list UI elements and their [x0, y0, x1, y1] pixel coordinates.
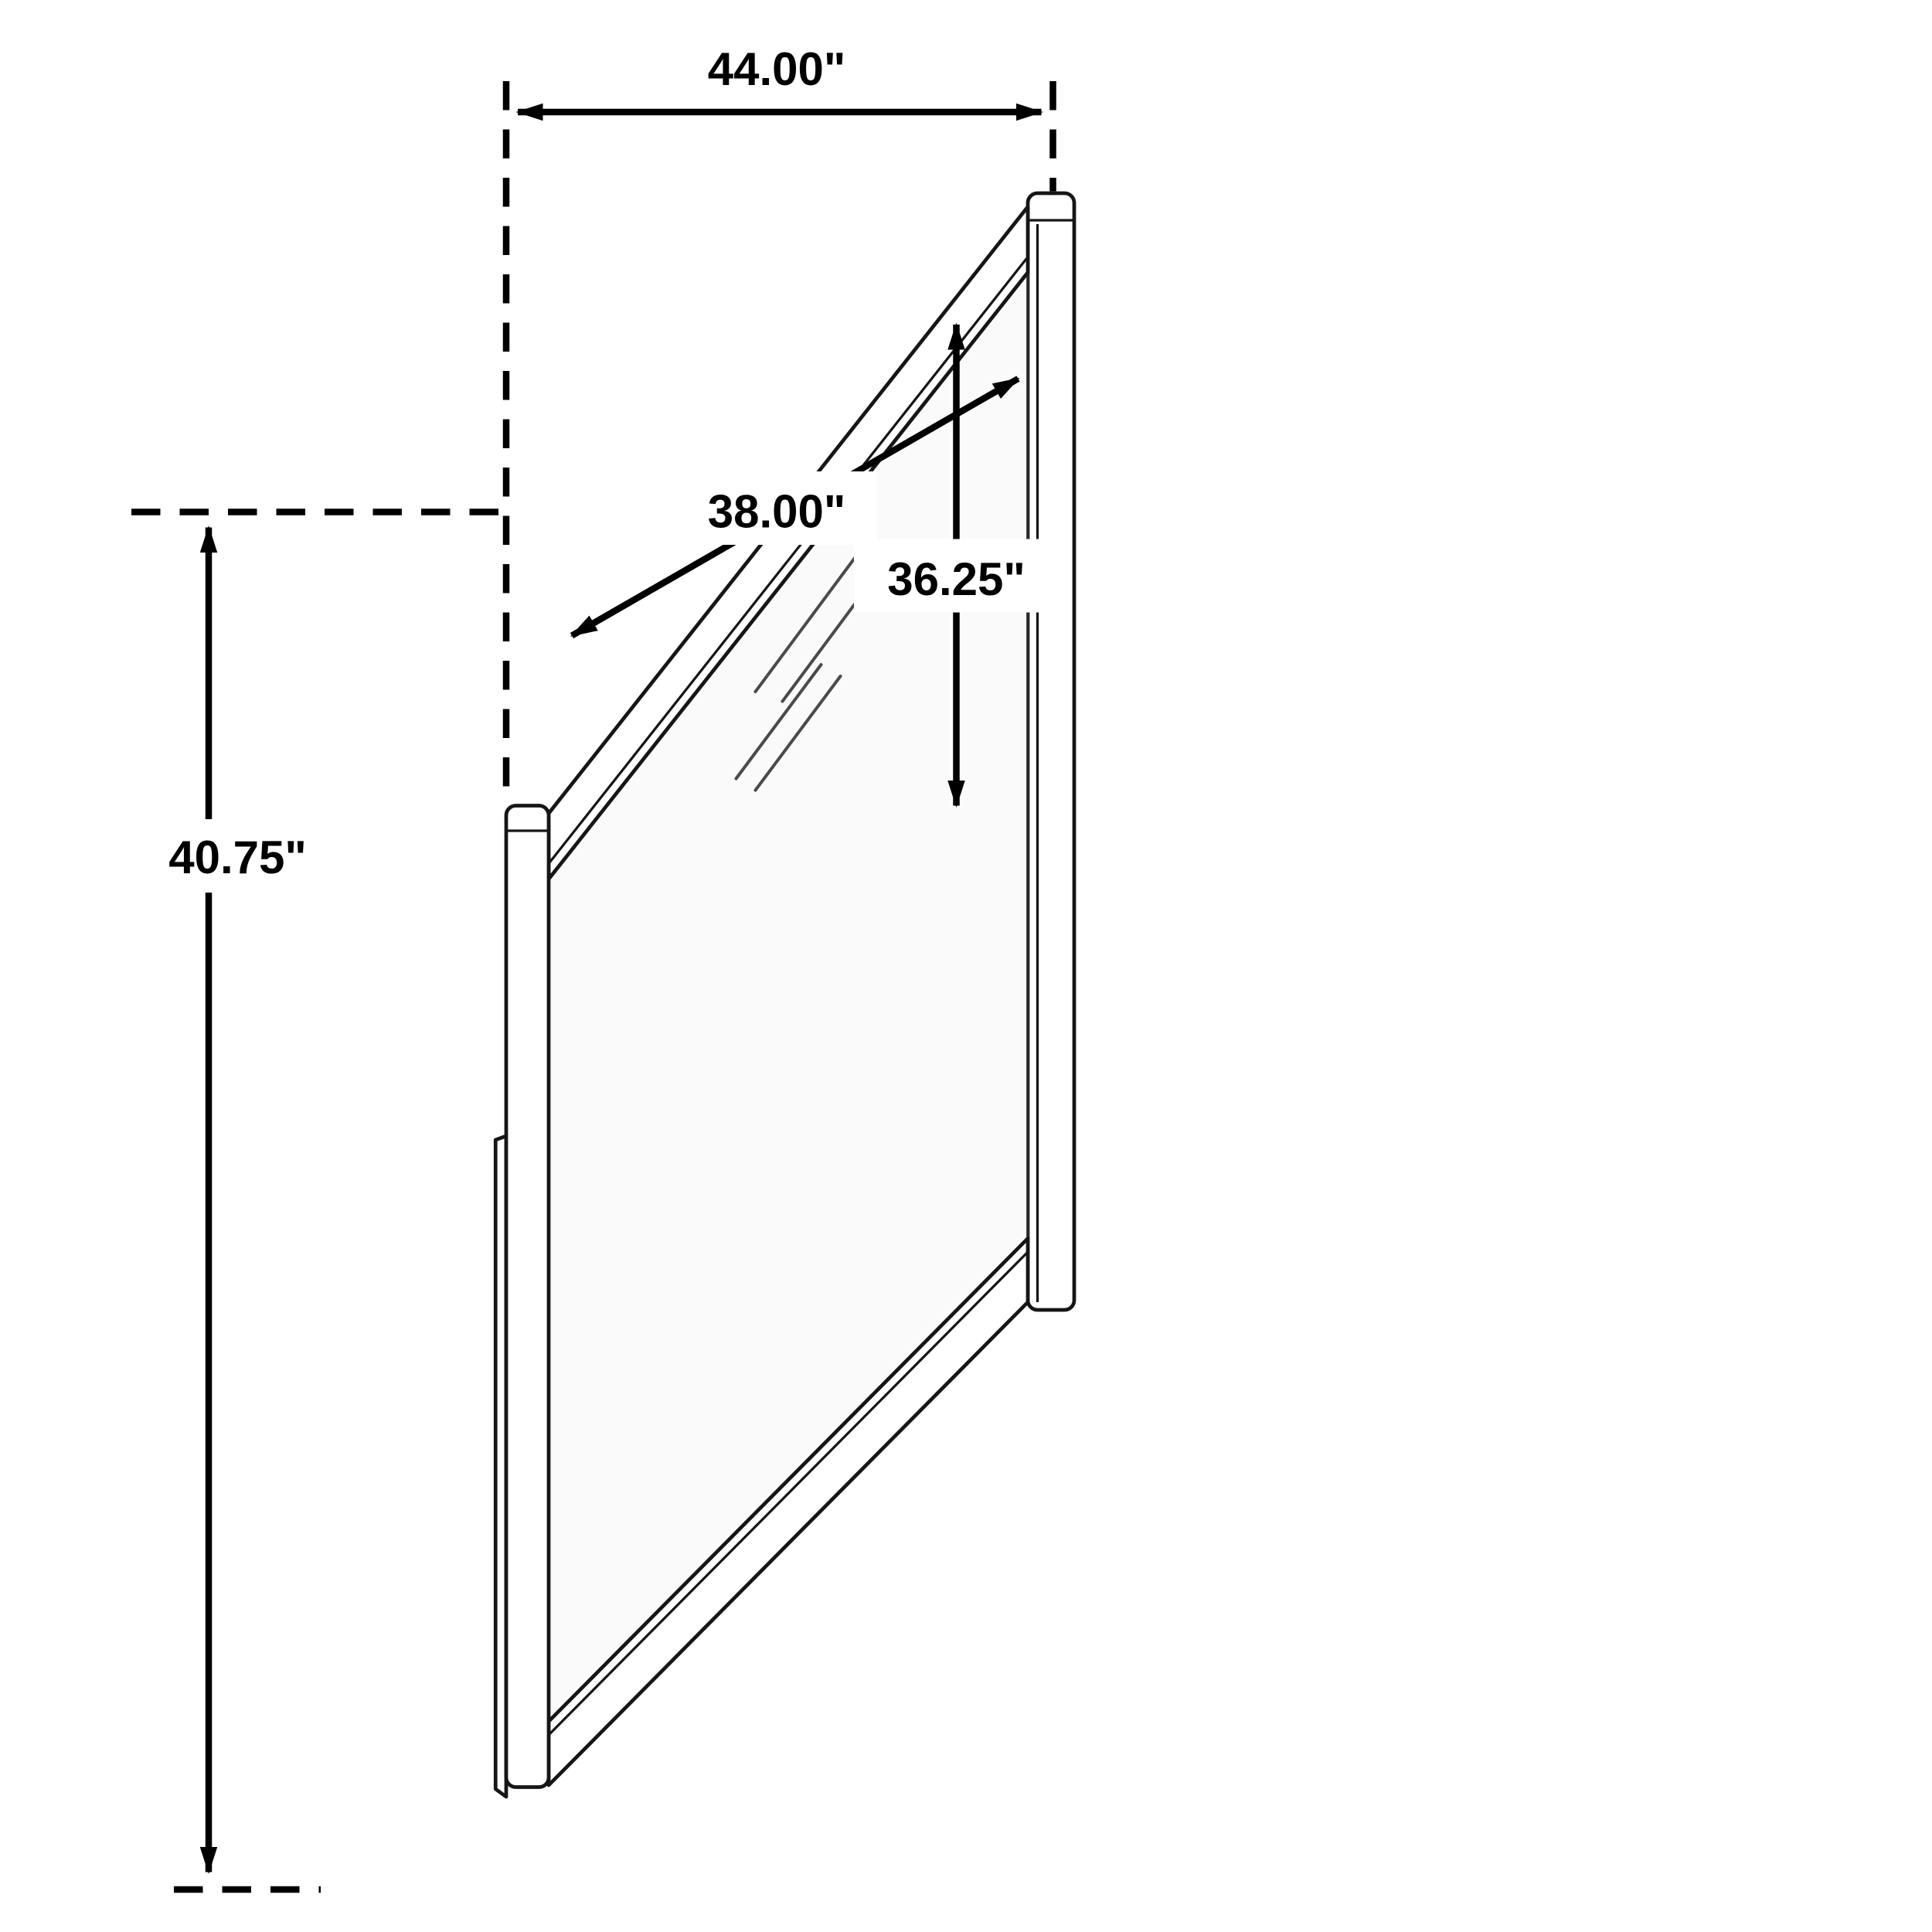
mirror-back-panel-edge: [493, 1134, 509, 1799]
mirror-width-label: 38.00": [708, 486, 846, 538]
mirror-height-label-background: [854, 539, 1059, 613]
height-label-background: [120, 819, 355, 893]
overall-width-dimension: 44.00": [502, 43, 1056, 802]
mirror-height-dimension: 36.25": [854, 322, 1059, 808]
overall-height-dimension: 40.75": [120, 509, 506, 1893]
overall-width-label: 44.00": [708, 43, 846, 95]
overall-height-label: 40.75": [168, 832, 307, 883]
mirror-right-stile: [1026, 191, 1077, 1312]
mirror-bottom-rail-lip: [547, 1250, 1029, 1736]
mirror-height-label: 36.25": [887, 553, 1026, 605]
mirror-width-dimension: 38.00": [570, 376, 1020, 639]
mirror-left-stile: [504, 804, 551, 1789]
mirror-width-label-background: [676, 471, 877, 545]
mirror-drawing: [493, 191, 1077, 1799]
